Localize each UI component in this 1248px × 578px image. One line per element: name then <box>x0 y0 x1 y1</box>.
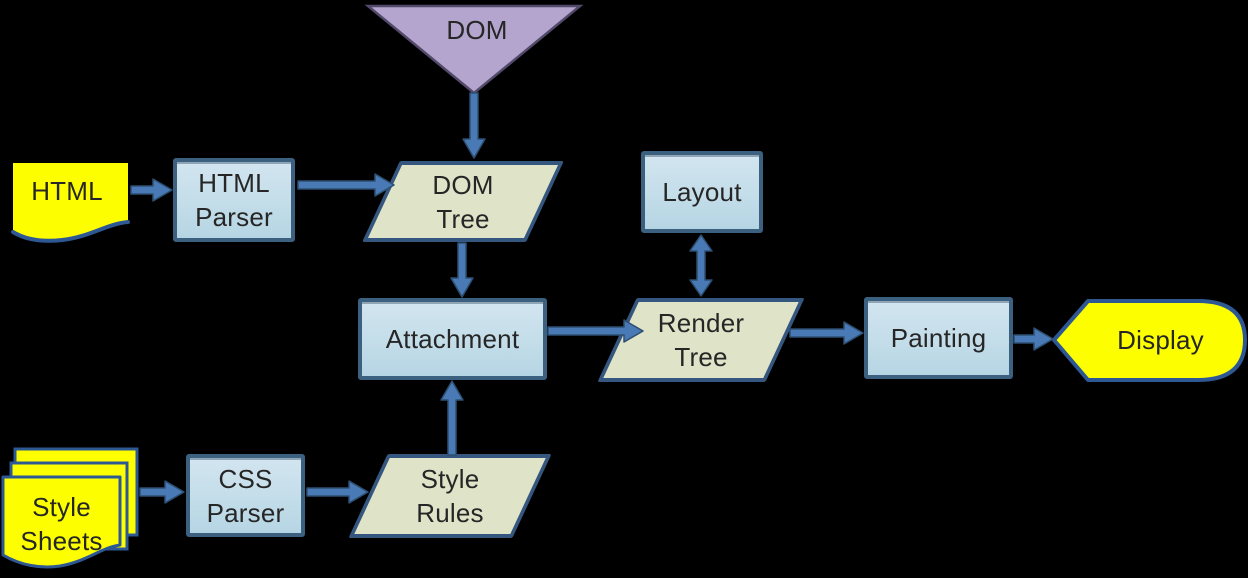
arrow-layout-render-tree-bidirectional <box>689 234 713 297</box>
render-tree-label: Render Tree <box>657 308 745 372</box>
painting-label: Painting <box>890 323 987 353</box>
arrow-dom-tree-to-attachment <box>450 242 474 298</box>
html-label: HTML <box>31 176 103 206</box>
html-parser-label: HTML Parser <box>195 168 273 232</box>
arrow-style-rules-to-attachment <box>440 380 464 456</box>
node-render-tree: Render Tree <box>597 298 805 382</box>
node-style-rules: Style Rules <box>348 454 552 538</box>
style-sheets-label: Style Sheets <box>20 492 103 556</box>
node-dom: DOM <box>424 8 530 52</box>
dom-label: DOM <box>446 15 508 45</box>
attachment-label: Attachment <box>385 324 520 354</box>
arrow-render-tree-to-painting <box>789 321 864 345</box>
style-rules-label: Style Rules <box>416 464 484 528</box>
node-layout: Layout <box>641 151 763 233</box>
node-html: HTML <box>13 165 121 217</box>
node-css-parser: CSS Parser <box>186 454 305 537</box>
node-html-parser: HTML Parser <box>173 158 295 242</box>
dom-tree-label: DOM Tree <box>432 169 494 234</box>
display-label: Display <box>1117 325 1204 355</box>
arrow-painting-to-display <box>1013 327 1054 351</box>
node-painting: Painting <box>864 297 1013 379</box>
node-display: Display <box>1088 312 1233 368</box>
html-document-bottom-edge <box>11 220 130 243</box>
arrow-css-parser-to-style-rules <box>306 480 369 504</box>
node-attachment: Attachment <box>358 298 547 380</box>
layout-label: Layout <box>662 177 742 207</box>
node-dom-tree: DOM Tree <box>362 161 564 242</box>
css-parser-label: CSS Parser <box>206 463 285 528</box>
arrow-html-to-html-parser <box>130 178 173 202</box>
arrow-html-parser-to-dom-tree <box>297 173 395 197</box>
arrow-style-sheets-to-css-parser <box>139 480 185 504</box>
node-style-sheets: Style Sheets <box>3 483 120 565</box>
arrow-dom-to-dom-tree <box>462 92 486 159</box>
